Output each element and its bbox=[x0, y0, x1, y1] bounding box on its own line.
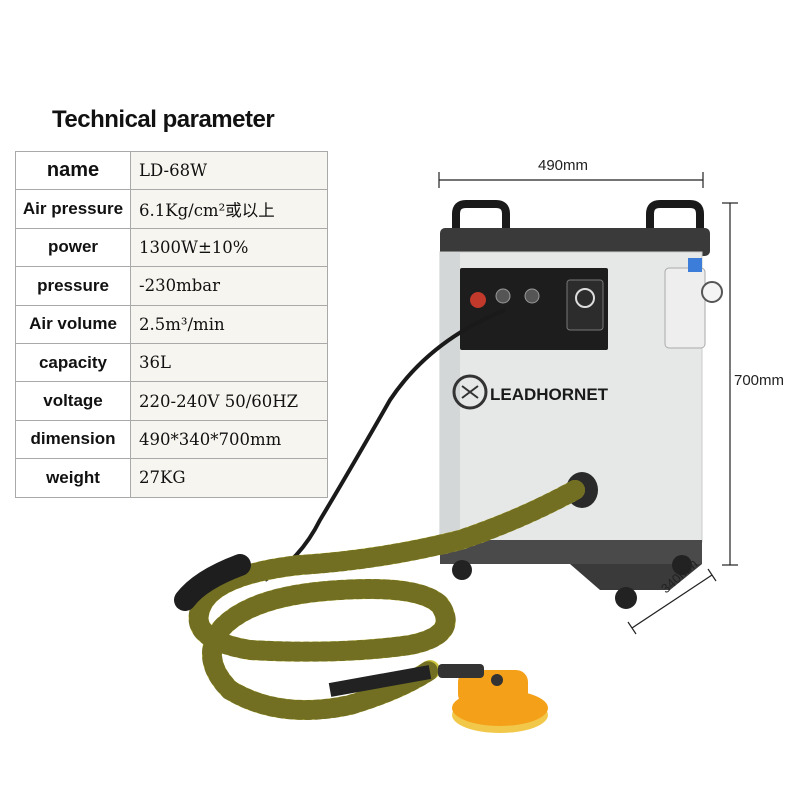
stop-button-icon bbox=[470, 292, 486, 308]
table-row: dimension 490*340*700mm bbox=[15, 419, 328, 460]
height-dimension-label: 700mm bbox=[734, 372, 785, 389]
table-row: name LD-68W bbox=[15, 150, 328, 191]
param-value: 27KG bbox=[130, 458, 328, 498]
air-hose bbox=[264, 308, 506, 582]
table-row: voltage 220-240V 50/60HZ bbox=[15, 381, 328, 421]
param-label: power bbox=[15, 227, 131, 268]
param-label: weight bbox=[15, 458, 131, 498]
param-value: 1300W±10% bbox=[130, 227, 328, 268]
param-label: capacity bbox=[15, 342, 131, 383]
width-dimension-line bbox=[438, 172, 704, 188]
brand-logo-text: LEADHORNET bbox=[490, 385, 609, 404]
height-dimension-line bbox=[722, 202, 738, 566]
param-value: 36L bbox=[130, 342, 328, 383]
depth-dimension-line bbox=[627, 568, 717, 635]
param-value: -230mbar bbox=[130, 266, 328, 306]
param-label: name bbox=[15, 150, 131, 191]
table-row: power 1300W±10% bbox=[15, 227, 328, 268]
table-row: capacity 36L bbox=[15, 342, 328, 383]
pressure-gauge-icon bbox=[701, 281, 723, 303]
param-value: 2.5m³/min bbox=[130, 304, 328, 344]
param-label: dimension bbox=[15, 419, 131, 460]
orbital-sander bbox=[328, 664, 548, 733]
dust-extractor-machine: LEADHORNET bbox=[439, 200, 723, 609]
param-label: Air pressure bbox=[15, 189, 131, 229]
table-row: Air volume 2.5m³/min bbox=[15, 304, 328, 344]
param-value: LD-68W bbox=[130, 150, 328, 191]
table-row: pressure -230mbar bbox=[15, 266, 328, 306]
table-row: weight 27KG bbox=[15, 458, 328, 498]
width-dimension-label: 490mm bbox=[538, 157, 589, 174]
vacuum-hose bbox=[174, 480, 585, 720]
param-label: Air volume bbox=[15, 304, 131, 344]
section-title: Technical parameter bbox=[52, 106, 275, 133]
table-row: Air pressure 6.1Kg/cm²或以上 bbox=[15, 189, 328, 229]
param-value: 6.1Kg/cm²或以上 bbox=[130, 189, 328, 229]
spec-table: name LD-68W Air pressure 6.1Kg/cm²或以上 po… bbox=[15, 150, 328, 498]
param-label: voltage bbox=[15, 381, 131, 421]
power-icon bbox=[575, 288, 595, 308]
param-value: 490*340*700mm bbox=[130, 419, 328, 460]
brand-logo-icon bbox=[452, 374, 488, 410]
param-value: 220-240V 50/60HZ bbox=[130, 381, 328, 421]
left-handle bbox=[452, 200, 510, 230]
right-handle bbox=[646, 200, 704, 230]
param-label: pressure bbox=[15, 266, 131, 306]
